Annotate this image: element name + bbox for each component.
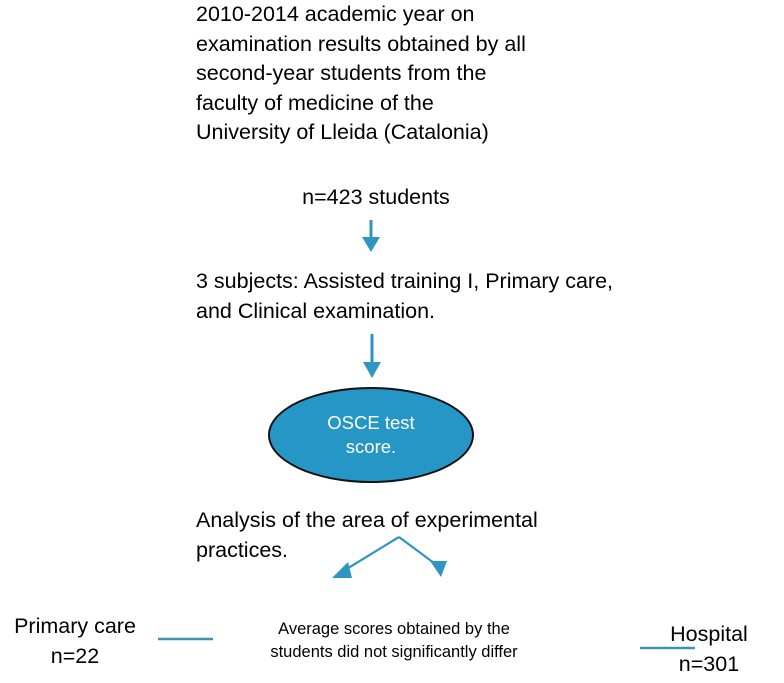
osce-test-score-node: OSCE test score. [268,387,474,483]
subjects-description: 3 subjects: Assisted training I, Primary… [196,269,614,323]
sample-size-label: n=423 students [302,185,450,209]
arrow-down-icon-2 [363,334,381,378]
outcome-primary-care-label: Primary care n=22 [14,614,136,668]
arrow-down-icon-1 [362,220,380,252]
intro-description: 2010-2014 academic year on examination r… [196,2,526,144]
outcome-hospital-label: Hospital n=301 [670,622,748,676]
osce-node-label: OSCE test score. [327,412,415,457]
outcome-comparison-note: Average scores obtained by the students … [270,620,518,661]
analysis-description: Analysis of the area of experimental pra… [196,508,538,562]
